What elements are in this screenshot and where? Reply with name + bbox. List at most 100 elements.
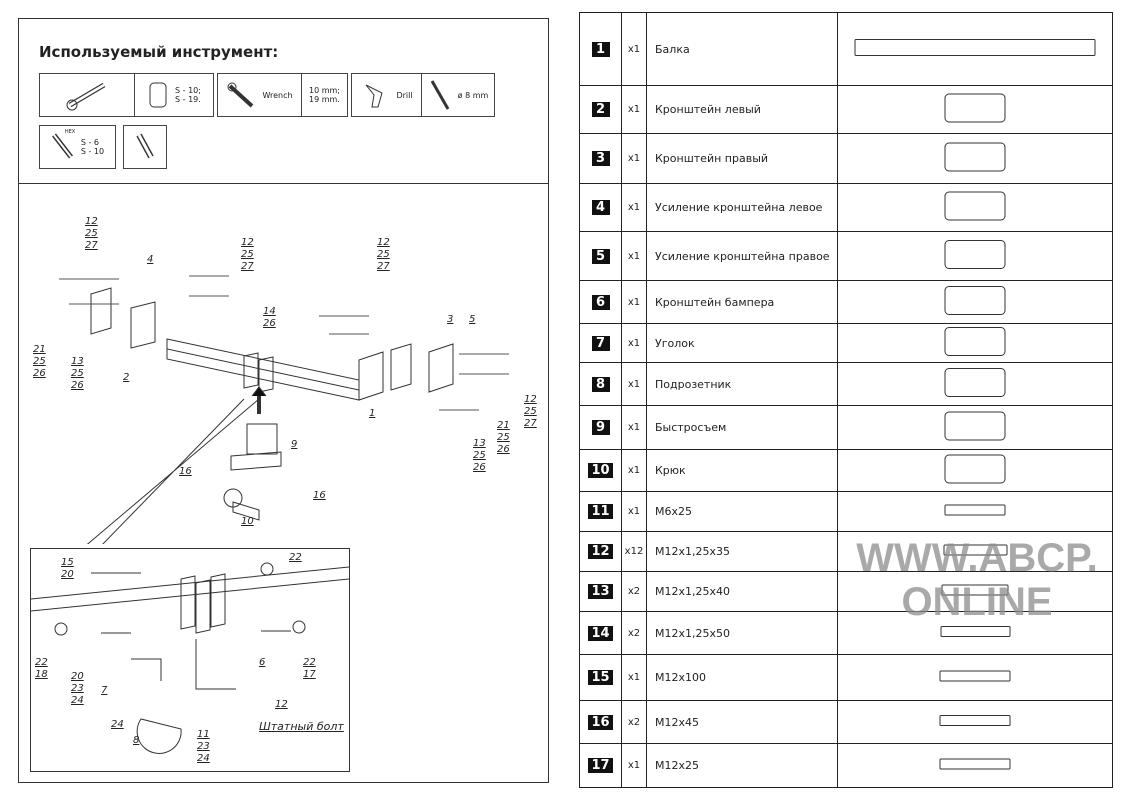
callout: 25 [524,406,537,417]
part-illustration [939,670,1011,682]
part-number: 10 [588,463,613,478]
part-quantity: x1 [621,491,647,532]
callout: 27 [241,261,254,272]
socket-size: S - 10; [175,86,201,95]
part-row: 7 x1 Уголок [579,323,1113,363]
drill-bit-icon [430,80,449,110]
wrench-icon [227,82,254,108]
part-number: 17 [588,758,613,773]
callout: 27 [377,261,390,272]
callout: 20 [71,671,84,682]
callout: 25 [85,228,98,239]
callout: 3 [447,314,454,325]
callout: 10 [241,516,254,527]
part-number: 7 [591,335,610,351]
part-quantity: x1 [621,12,647,86]
part-name: M12x100 [646,654,838,701]
part-number: 15 [588,670,613,685]
part-number: 1 [591,41,610,57]
tool-drill: Drill ø 8 mm [351,73,495,117]
callout: 14 [263,306,276,317]
callout: 27 [524,418,537,429]
part-number: 11 [588,504,613,519]
callout: 6 [259,657,266,668]
part-illustration [944,240,1006,269]
callout: 9 [291,439,298,450]
callout: 25 [241,249,254,260]
socket-size: S - 19. [175,95,201,104]
part-quantity: x1 [621,280,647,324]
part-number: 4 [591,200,610,215]
part-name: Кронштейн бампера [646,280,838,324]
utility-knife-icon [136,133,154,159]
callout: 27 [85,240,98,251]
callout: 13 [473,438,486,449]
part-illustration [939,715,1011,726]
part-name: M12x1,25x50 [646,611,838,655]
part-row: 16 x2 M12x45 [579,700,1113,744]
part-illustration [939,758,1011,770]
callout: 24 [197,753,210,764]
callout: 22 [289,552,302,563]
callout: 12 [85,216,98,227]
callout: 26 [497,444,510,455]
callout: 11 [197,729,210,740]
part-row: 11 x1 M6x25 [579,491,1113,532]
part-row: 4 x1 Усиление кронштейна левое [579,183,1113,232]
callout: 24 [71,695,84,706]
ratchet-icon [40,74,135,116]
part-illustration [944,93,1006,123]
part-quantity: x1 [621,449,647,492]
callout: 22 [303,657,316,668]
part-illustration [944,454,1006,484]
callout: 22 [35,657,48,668]
part-illustration [944,504,1006,516]
part-quantity: x2 [621,700,647,744]
callout: 12 [275,699,288,710]
part-number: 6 [591,294,610,310]
hex-label: HEX [64,129,76,135]
part-name: Балка [646,12,838,86]
callout: 17 [303,669,316,680]
part-quantity: x1 [621,405,647,450]
hex-key-icon [51,133,73,159]
callout: 12 [524,394,537,405]
part-name: M12x1,25x40 [646,571,838,612]
part-number: 12 [588,544,613,559]
part-quantity: x1 [621,85,647,134]
callout: 26 [71,380,84,391]
part-illustration [944,286,1006,315]
callout: 16 [313,490,326,501]
part-row: 3 x1 Кронштейн правый [579,133,1113,184]
part-number: 9 [591,420,610,435]
tools-section: Используемый инструмент: S - 10;S - 19. … [18,18,549,184]
part-name: Быстросъем [646,405,838,450]
wrench-size: 19 mm. [308,95,340,104]
stock-bolt-note: Штатный болт [259,720,344,733]
wrench-label: Wrench [262,90,293,100]
callout: 4 [147,254,154,265]
callout: 2 [123,372,130,383]
part-name: M12x1,25x35 [646,531,838,572]
part-illustration [944,191,1006,221]
part-illustration [944,327,1006,356]
callout: 21 [497,420,510,431]
part-name: Усиление кронштейна правое [646,231,838,281]
part-quantity: x1 [621,133,647,184]
callout: 25 [71,368,84,379]
part-number: 3 [591,151,610,166]
callout: 7 [101,685,108,696]
part-name: M12x45 [646,700,838,744]
callout: 25 [497,432,510,443]
drill-label: Drill [396,90,413,100]
callout: 13 [71,356,84,367]
callout: 26 [473,462,486,473]
callout: 5 [469,314,476,325]
assembly-diagram: 12 25 27 4 12 25 27 12 25 27 14 26 3 5 2… [18,183,549,783]
callout: 24 [111,719,124,730]
callout: 16 [179,466,192,477]
part-row: 2 x1 Кронштейн левый [579,85,1113,134]
callout: 25 [33,356,46,367]
callout: 12 [377,237,390,248]
